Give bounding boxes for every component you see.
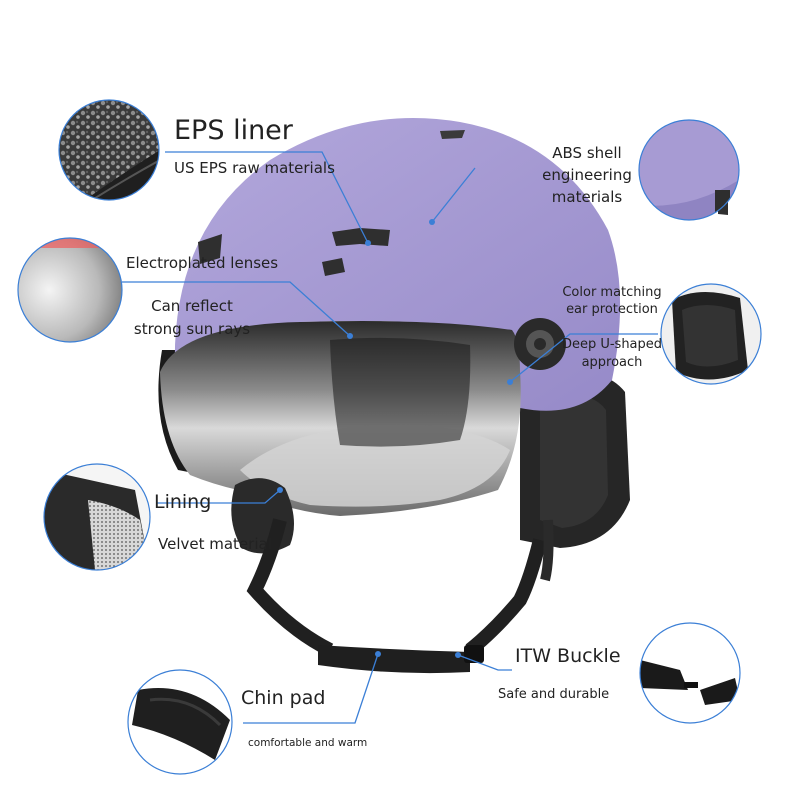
callout-dots [277, 219, 513, 658]
ear-line4: approach [581, 355, 643, 370]
abs-shell-line1: ABS shell [552, 144, 622, 162]
ear-line2: ear protection [566, 302, 658, 317]
detail-lining [43, 463, 151, 571]
abs-shell-line3: materials [551, 188, 623, 206]
ear-line3: Deep U-shaped [561, 337, 663, 352]
eps-liner-subtitle: US EPS raw materials [174, 159, 335, 177]
ear-line1: Color matching [562, 285, 662, 300]
callout-lines [122, 151, 658, 724]
buckle-title: ITW Buckle [515, 645, 621, 667]
detail-ear-protection [660, 283, 762, 385]
chin-pad [318, 645, 470, 674]
chin-pad-subtitle: comfortable and warm [248, 737, 368, 749]
visor-reflection [240, 424, 510, 507]
abs-shell-line2: engineering [542, 166, 632, 184]
detail-chin-pad [127, 669, 233, 775]
lining-title: Lining [154, 491, 212, 513]
strap-right [465, 538, 547, 656]
buckle-subtitle: Safe and durable [498, 687, 610, 702]
ear-pad-right-inner [540, 393, 608, 528]
visor-dark-area [330, 337, 471, 447]
detail-itw-buckle [639, 622, 741, 724]
vent-side [198, 234, 222, 264]
vent-front-left [332, 228, 390, 246]
eps-liner-title: EPS liner [174, 115, 293, 146]
vent-top [440, 130, 465, 139]
lens-line2: strong sun rays [133, 320, 251, 338]
detail-lens [17, 237, 123, 343]
detail-abs-shell [638, 119, 740, 221]
lining-subtitle: Velvet material [158, 535, 272, 553]
lens-line1: Can reflect [151, 297, 233, 315]
itw-buckle [464, 645, 484, 663]
lens-title: Electroplated lenses [126, 254, 279, 272]
strap-left [246, 518, 334, 657]
vent-front-mid [322, 258, 345, 276]
detail-eps-liner [58, 99, 160, 201]
chin-pad-title: Chin pad [241, 687, 326, 709]
